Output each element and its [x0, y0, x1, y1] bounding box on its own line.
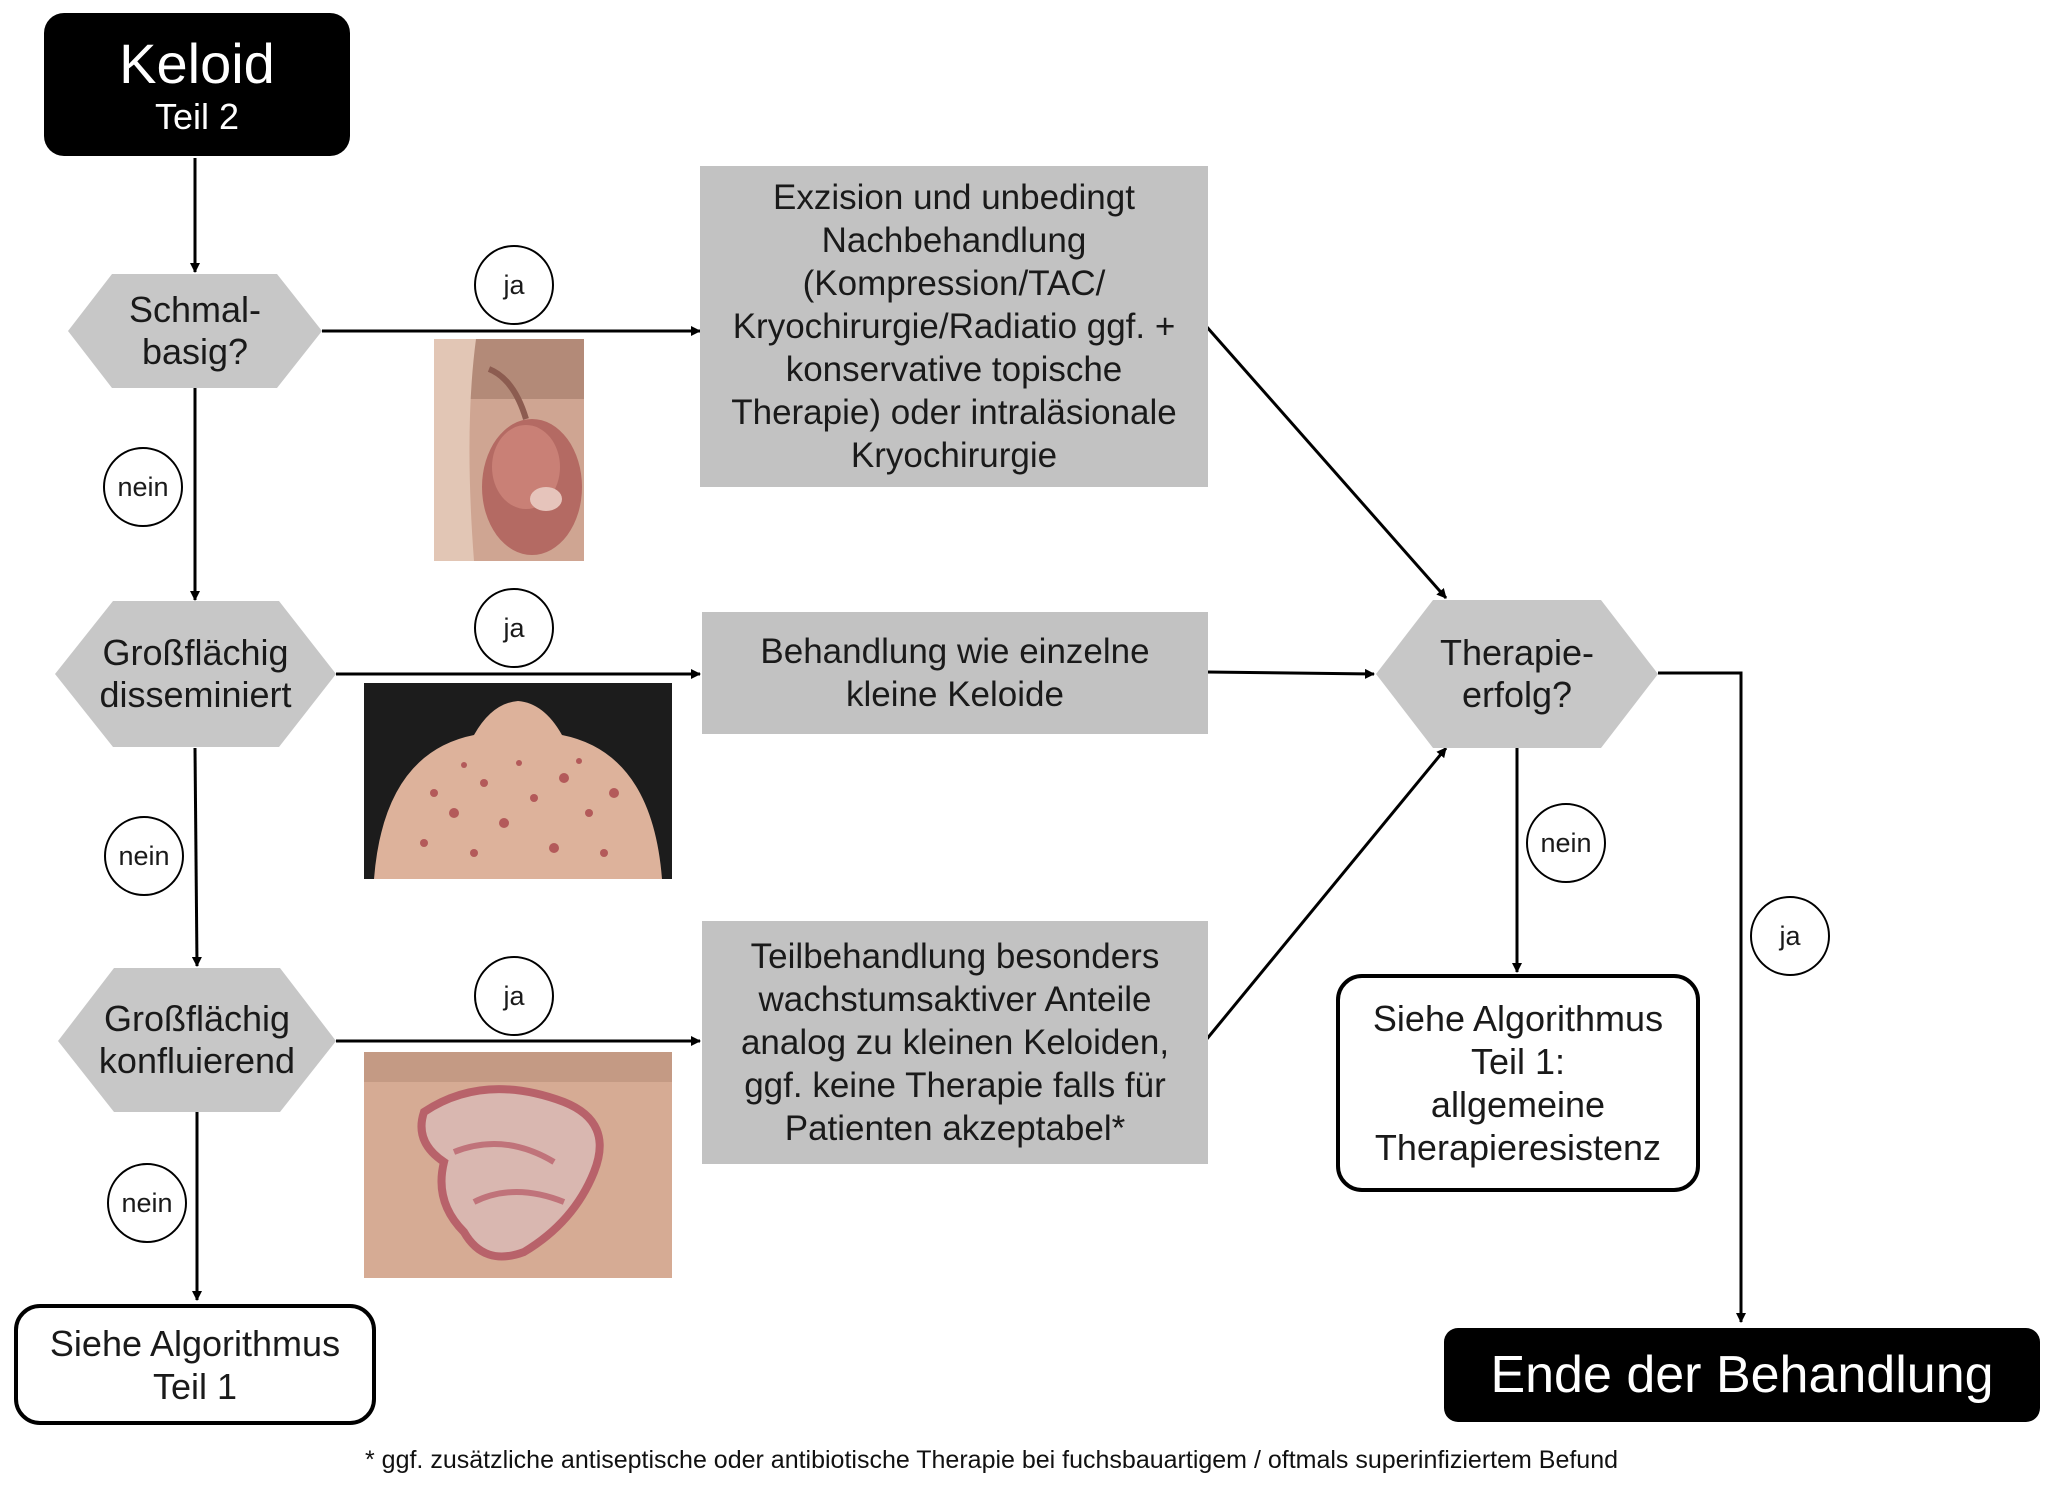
- treatment-excision-text: Exzision und unbedingt Nachbehandlung (K…: [731, 178, 1177, 475]
- ref-algorithm-part1-resistance: Siehe Algorithmus Teil 1: allgemeine The…: [1336, 974, 1700, 1192]
- decision-disseminiert-shape: [55, 601, 336, 747]
- treatment-single-small-text: Behandlung wie einzelne kleine Keloide: [760, 632, 1150, 714]
- treatment-partial-text: Teilbehandlung besonders wachstumsaktive…: [740, 937, 1170, 1148]
- photo-back-disseminated-image: [364, 683, 672, 879]
- end-node: Ende der Behandlung: [1444, 1328, 2040, 1422]
- arrow-dissem-nein: [191, 747, 202, 967]
- ref-algorithm-part1: Siehe Algorithmus Teil 1: [14, 1304, 376, 1425]
- label-ja-schmal: ja: [474, 245, 554, 325]
- label-nein-schmal: nein: [103, 447, 183, 527]
- start-node: Keloid Teil 2: [44, 13, 350, 156]
- ref-algorithm-part1-text: Siehe Algorithmus Teil 1: [49, 1322, 341, 1407]
- decision-therapieerfolg-shape: [1376, 600, 1658, 748]
- photo-ear-keloid: [434, 339, 584, 561]
- start-subtitle: Teil 2: [154, 95, 240, 137]
- treatment-single-small: Behandlung wie einzelne kleine Keloide: [702, 612, 1208, 734]
- decision-schmal-shape: [68, 274, 322, 388]
- arrow-erfolg-ja: [1658, 671, 1746, 1323]
- treatment-partial: Teilbehandlung besonders wachstumsaktive…: [702, 921, 1208, 1164]
- arrow-single-to-erfolg: [1205, 668, 1375, 679]
- photo-chest-confluent: [364, 1052, 672, 1278]
- ref-algorithm-part1-resistance-text: Siehe Algorithmus Teil 1: allgemeine The…: [1372, 998, 1664, 1168]
- arrow-partial-to-erfolg: [1204, 747, 1448, 1041]
- photo-ear-keloid-image: [434, 339, 584, 561]
- start-title: Keloid: [119, 31, 275, 95]
- label-nein-therapieerfolg: nein: [1526, 803, 1606, 883]
- label-nein-konfluierend: nein: [107, 1163, 187, 1243]
- label-nein-disseminiert: nein: [104, 816, 184, 896]
- end-node-text: Ende der Behandlung: [1490, 1346, 1994, 1404]
- label-ja-therapieerfolg: ja: [1750, 896, 1830, 976]
- label-ja-konfluierend: ja: [474, 956, 554, 1036]
- decision-konfluierend-shape: [58, 968, 336, 1112]
- photo-back-disseminated: [364, 683, 672, 879]
- photo-chest-confluent-image: [364, 1052, 672, 1278]
- arrow-excision-to-erfolg: [1204, 325, 1448, 599]
- treatment-excision: Exzision und unbedingt Nachbehandlung (K…: [700, 166, 1208, 487]
- footnote: * ggf. zusätzliche antiseptische oder an…: [365, 1446, 1619, 1474]
- label-ja-disseminiert: ja: [474, 588, 554, 668]
